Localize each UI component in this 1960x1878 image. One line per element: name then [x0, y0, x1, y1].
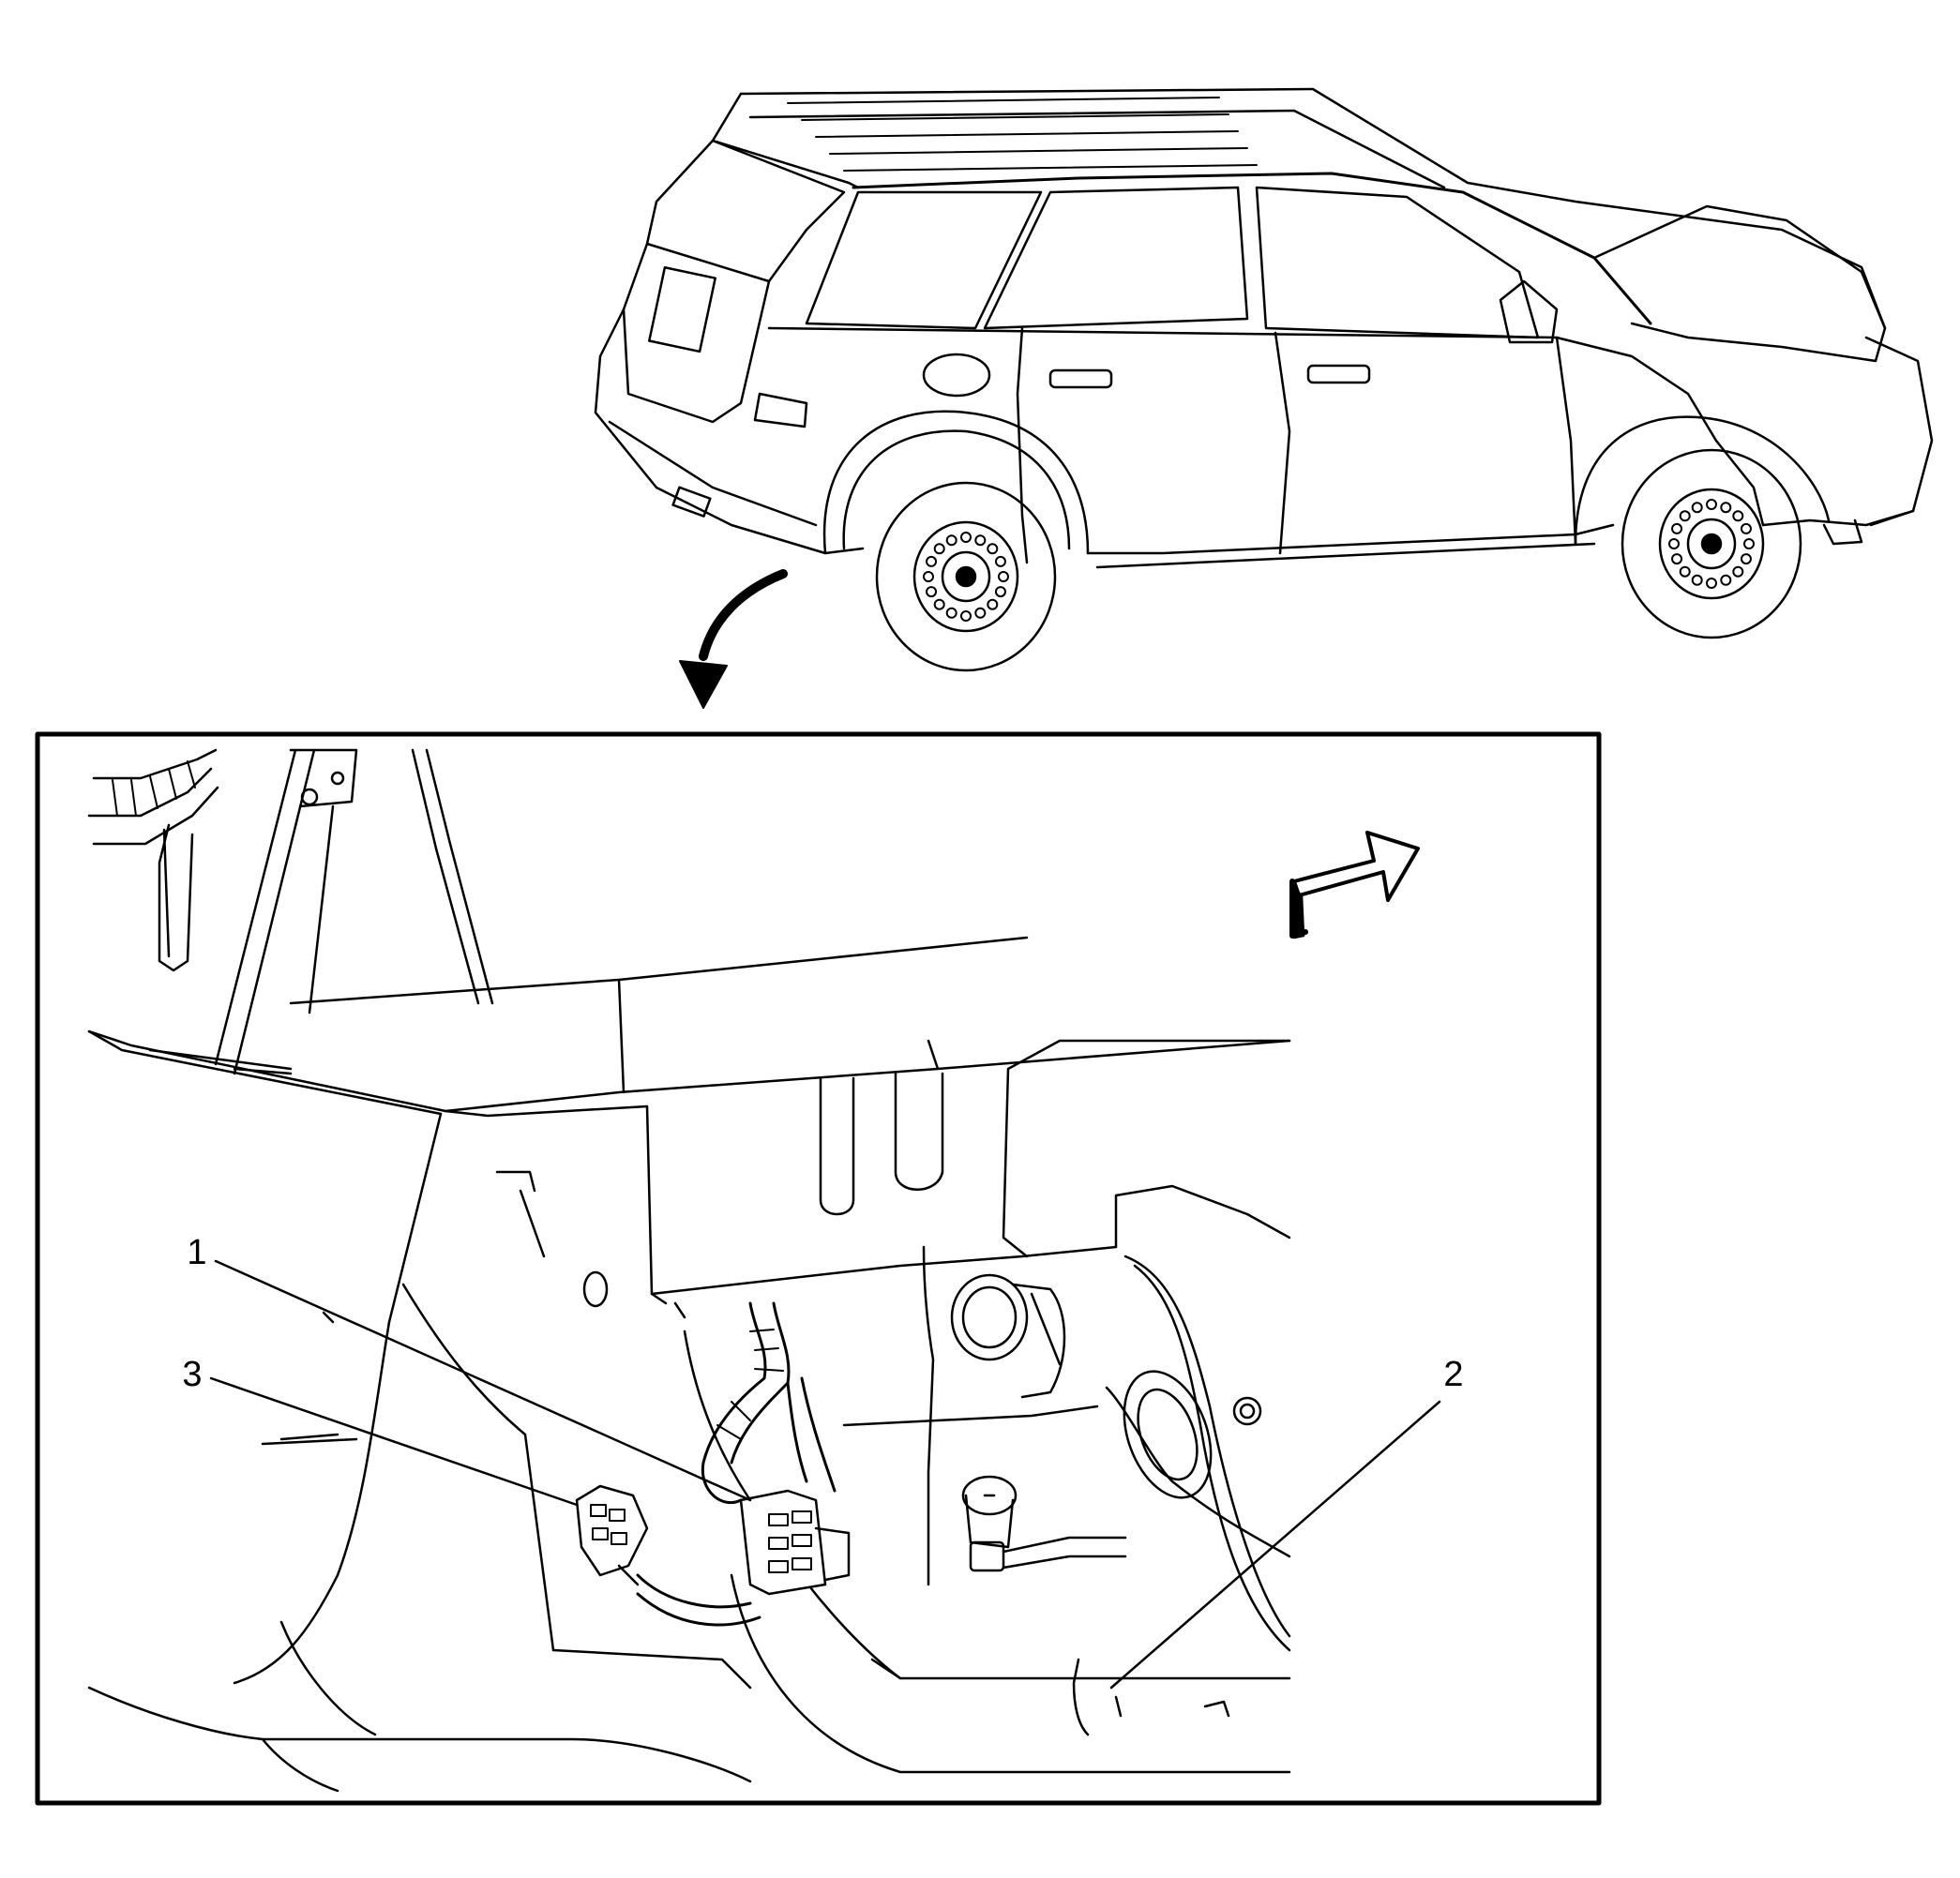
wheel-bolt	[1720, 574, 1732, 586]
front-wheel	[1621, 448, 1802, 639]
wheel-bolt	[994, 555, 1006, 567]
callout-3-label: 3	[182, 1355, 202, 1394]
quarter-window	[805, 190, 1043, 330]
floor-pan	[551, 1245, 1291, 1774]
wheel-bolt	[933, 543, 945, 555]
rear-wheel-arch	[822, 410, 1090, 555]
vehicle-roof	[739, 87, 1887, 330]
wheel-bolt	[1706, 578, 1717, 589]
wheel-bolt	[1720, 502, 1732, 514]
wheel-bolt	[1732, 510, 1744, 522]
wheel-bolt	[945, 607, 957, 619]
wheel-bolt	[926, 555, 938, 567]
callout-1-label: 1	[187, 1233, 206, 1272]
rear-door-handle	[1048, 368, 1113, 389]
side-mirror	[1499, 279, 1559, 344]
wheel-bolt	[998, 571, 1009, 582]
wheel-bolt	[1732, 565, 1744, 578]
spare-tire-well	[1072, 1184, 1291, 1736]
rear-door-window	[983, 186, 1249, 330]
wheel-bolt	[1691, 574, 1703, 586]
wheel-bolt	[960, 532, 972, 543]
front-wheel-arch	[1574, 415, 1831, 546]
wheel-bolt	[987, 598, 999, 610]
callout-3-leader	[209, 1376, 579, 1507]
wheel-bolt	[1671, 522, 1683, 534]
wheel-bolt	[926, 586, 938, 598]
rear-crossmember	[87, 936, 1291, 1324]
wheel-bolt	[960, 610, 972, 622]
wheel-bolt	[1668, 538, 1680, 549]
callout-2: 2	[1109, 1355, 1464, 1690]
wheel-bolt	[945, 534, 957, 547]
wheel-bolt	[974, 534, 987, 547]
callout-2-leader	[1109, 1400, 1441, 1690]
ground-stud	[961, 1475, 1127, 1572]
wheel-bolt	[933, 598, 945, 610]
detail-view: 1 2 3	[35, 731, 1602, 1806]
wheel-bolt	[974, 607, 987, 619]
body-side	[767, 326, 1765, 527]
rear-bumper	[594, 308, 865, 555]
wheel-bolt	[1740, 553, 1752, 565]
wiring-harness	[636, 1301, 837, 1627]
hood	[1592, 204, 1887, 363]
rear-wheel	[875, 481, 1057, 672]
detail-view-arrow-icon	[679, 569, 788, 709]
front-door-window	[1255, 186, 1540, 339]
callout-3: 3	[182, 1355, 579, 1507]
connector-1	[739, 1489, 851, 1596]
callout-2-label: 2	[1443, 1355, 1463, 1394]
tailgate	[622, 242, 771, 424]
exhaust-pipe	[950, 1273, 1066, 1399]
wheel-bolt	[923, 571, 934, 582]
wheel-bolt	[1743, 538, 1755, 549]
upper-brace	[87, 748, 494, 1075]
wheel-bolt	[1679, 510, 1691, 522]
wheel-bolt	[1679, 565, 1691, 578]
wheel-bolt	[994, 586, 1006, 598]
drain-plug	[1123, 1370, 1213, 1499]
front-door-handle	[1306, 364, 1371, 384]
wheel-bolt	[1691, 502, 1703, 514]
connector-3	[575, 1484, 649, 1586]
vehicle-overview	[594, 87, 1934, 672]
fuel-door	[922, 353, 991, 398]
wheel-bolt	[1740, 522, 1752, 534]
license-plate	[648, 266, 716, 353]
callout-1: 1	[187, 1233, 752, 1502]
rear-window	[645, 139, 846, 283]
detail-frame	[35, 731, 1602, 1806]
forward-arrow-icon	[1289, 831, 1420, 939]
rear-spoiler	[711, 92, 860, 189]
wheel-bolt	[1671, 553, 1683, 565]
callout-1-leader	[214, 1259, 752, 1502]
wheel-bolt	[1706, 499, 1717, 510]
bumper-fascia	[87, 1283, 752, 1793]
wheel-bolt	[987, 543, 999, 555]
